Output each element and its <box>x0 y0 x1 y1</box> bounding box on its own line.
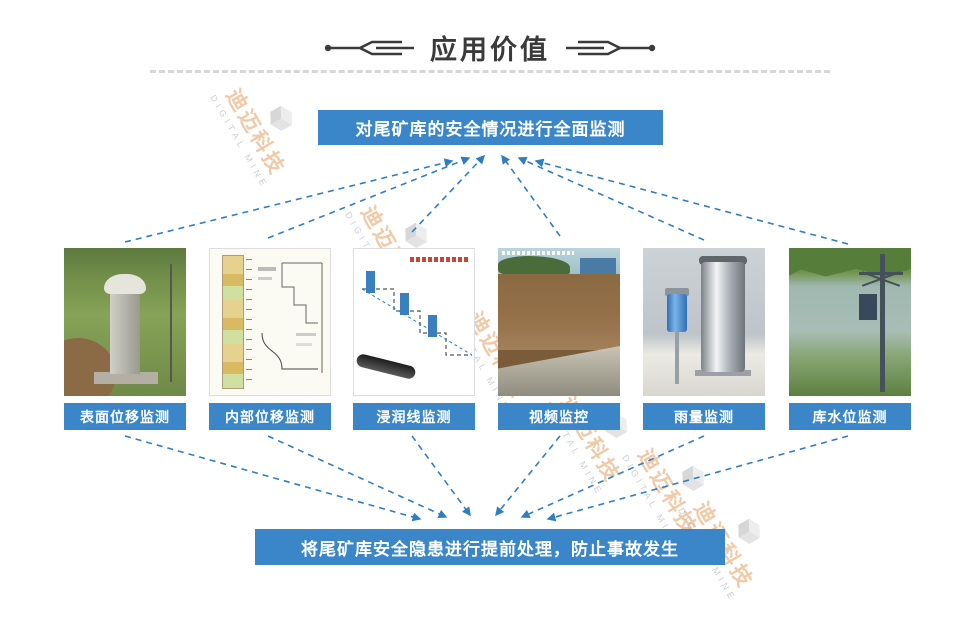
survey-monument <box>110 292 140 374</box>
title-flourish-right-icon <box>566 40 656 55</box>
monitor-card-surface-displacement: 表面位移监测 <box>64 248 186 430</box>
cube-logo-icon <box>738 518 760 544</box>
monitor-card-water-level: 库水位监测 <box>789 248 911 430</box>
header: 应用价值 <box>0 28 980 67</box>
surface-displacement-photo <box>64 248 186 396</box>
monitor-card-rain-gauge: 雨量监测 <box>643 248 765 430</box>
reservoir-water-level-photo <box>789 248 911 396</box>
top-banner: 对尾矿库的安全情况进行全面监测 <box>318 110 663 145</box>
sensor-pole <box>675 332 679 384</box>
depth-ticks <box>246 259 252 385</box>
sensor-cap <box>665 288 689 296</box>
dashed-divider <box>150 70 830 73</box>
borehole-column <box>222 255 244 389</box>
stainless-cylinder <box>701 262 745 372</box>
section-drawing <box>258 262 323 373</box>
monitor-label-water-level: 库水位监测 <box>789 403 911 430</box>
muddy-pond <box>498 274 620 350</box>
gauge-base <box>695 370 751 376</box>
rain-gauge-photo <box>643 248 765 396</box>
junction-box <box>859 294 877 320</box>
watermark-cn: 迪迈科技 <box>221 85 290 181</box>
title-flourish-left-icon <box>324 40 414 55</box>
monitor-label-surface-displacement: 表面位移监测 <box>64 403 186 430</box>
monitor-card-phreatic-line: 浸润线监测 <box>353 248 475 430</box>
monitor-label-video: 视频监控 <box>498 403 620 430</box>
digitalmine-watermark: 迪迈科技 DIGITAL MINE <box>208 65 319 191</box>
timestamp-overlay <box>502 251 574 255</box>
monument-dome-cap <box>104 274 146 294</box>
concrete-dam-edge <box>498 346 620 396</box>
page-title: 应用价值 <box>430 35 550 65</box>
monitor-card-video: 视频监控 <box>498 248 620 430</box>
dirt-patch <box>64 338 116 396</box>
trees <box>498 256 570 276</box>
cube-logo-icon <box>270 105 292 131</box>
gauge-rim <box>699 256 747 265</box>
bottom-banner: 将尾矿库安全隐患进行提前处理，防止事故发生 <box>255 529 725 565</box>
blue-sensor <box>667 294 687 332</box>
dam-section-steps <box>361 271 473 356</box>
video-surveillance-still <box>498 248 620 396</box>
monitor-label-phreatic-line: 浸润线监测 <box>353 403 475 430</box>
phreatic-line-diagram <box>353 248 475 396</box>
watermark-cn: 迪迈科技 <box>633 445 702 541</box>
monitor-label-internal-displacement: 内部位移监测 <box>209 403 331 430</box>
watermark-en: DIGITAL MINE <box>208 93 271 191</box>
monitor-card-internal-displacement: 内部位移监测 <box>209 248 331 430</box>
red-title-text <box>410 257 468 262</box>
gauge-pole <box>880 254 885 392</box>
internal-displacement-diagram <box>209 248 331 396</box>
building <box>580 258 616 274</box>
cube-logo-icon <box>405 222 427 248</box>
concrete-pad <box>94 372 158 384</box>
monitor-label-rain-gauge: 雨量监测 <box>643 403 765 430</box>
cube-logo-icon <box>682 465 704 491</box>
antenna-pole <box>170 264 172 382</box>
